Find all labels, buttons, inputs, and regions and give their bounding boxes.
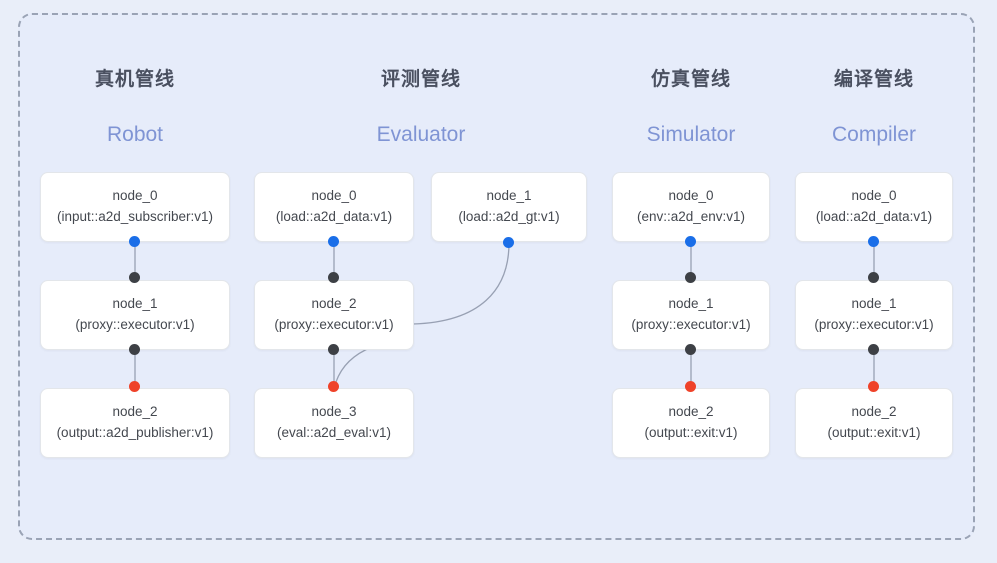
column-title-en-simulator: Simulator [646, 123, 736, 146]
column-title-cn-simulator: 仿真管线 [650, 69, 731, 90]
node-evaluator-2[interactable]: node_2 (proxy::executor:v1) [254, 280, 414, 350]
node-label-name: node_3 [311, 404, 357, 420]
node-label-name: node_2 [112, 404, 158, 420]
column-title-cn-compiler: 编译管线 [833, 69, 914, 90]
port-dot-input-robot-2[interactable] [129, 381, 140, 392]
node-label-name: node_1 [486, 188, 532, 204]
node-label-type: (input::a2d_subscriber:v1) [56, 209, 214, 224]
node-label-name: node_2 [668, 404, 714, 420]
port-dot-output-compiler-1[interactable] [868, 344, 879, 355]
port-dot-output-robot-0[interactable] [129, 236, 140, 247]
port-dot-input-compiler-1[interactable] [868, 272, 879, 283]
port-dot-output-robot-1[interactable] [129, 344, 140, 355]
node-evaluator-0[interactable]: node_0 (load::a2d_data:v1) [254, 172, 414, 242]
node-label-name: node_1 [668, 296, 714, 312]
node-label-type: (output::a2d_publisher:v1) [56, 425, 214, 440]
node-label-type: (proxy::executor:v1) [814, 317, 934, 332]
node-label-type: (load::a2d_data:v1) [275, 209, 393, 224]
port-dot-output-simulator-0[interactable] [685, 236, 696, 247]
column-title-cn-robot: 真机管线 [94, 69, 175, 90]
node-robot-0[interactable]: node_0 (input::a2d_subscriber:v1) [40, 172, 230, 242]
node-label-name: node_2 [851, 404, 897, 420]
node-label-type: (proxy::executor:v1) [75, 317, 195, 332]
node-label-name: node_1 [851, 296, 897, 312]
node-simulator-2[interactable]: node_2 (output::exit:v1) [612, 388, 770, 458]
port-dot-output-evaluator-0[interactable] [328, 236, 339, 247]
column-title-en-compiler: Compiler [831, 123, 917, 146]
port-dot-input-evaluator-2[interactable] [328, 272, 339, 283]
port-dot-output-simulator-1[interactable] [685, 344, 696, 355]
node-simulator-1[interactable]: node_1 (proxy::executor:v1) [612, 280, 770, 350]
port-dot-output-evaluator-1[interactable] [503, 237, 514, 248]
pipeline-container [18, 13, 975, 540]
port-dot-input-compiler-2[interactable] [868, 381, 879, 392]
node-label-type: (output::exit:v1) [644, 425, 738, 440]
port-dot-input-evaluator-3[interactable] [328, 381, 339, 392]
node-label-type: (proxy::executor:v1) [274, 317, 394, 332]
node-label-type: (load::a2d_data:v1) [815, 209, 933, 224]
column-title-en-evaluator: Evaluator [376, 123, 466, 146]
port-dot-output-compiler-0[interactable] [868, 236, 879, 247]
node-evaluator-1[interactable]: node_1 (load::a2d_gt:v1) [431, 172, 587, 242]
node-label-type: (env::a2d_env:v1) [636, 209, 746, 224]
node-compiler-2[interactable]: node_2 (output::exit:v1) [795, 388, 953, 458]
node-label-name: node_0 [311, 188, 357, 204]
node-simulator-0[interactable]: node_0 (env::a2d_env:v1) [612, 172, 770, 242]
node-label-name: node_1 [112, 296, 158, 312]
port-dot-output-evaluator-2[interactable] [328, 344, 339, 355]
port-dot-input-simulator-1[interactable] [685, 272, 696, 283]
node-label-name: node_0 [112, 188, 158, 204]
node-label-type: (proxy::executor:v1) [631, 317, 751, 332]
node-label-name: node_0 [851, 188, 897, 204]
port-dot-input-simulator-2[interactable] [685, 381, 696, 392]
column-title-cn-evaluator: 评测管线 [380, 69, 461, 90]
port-dot-input-robot-1[interactable] [129, 272, 140, 283]
node-robot-2[interactable]: node_2 (output::a2d_publisher:v1) [40, 388, 230, 458]
node-label-type: (load::a2d_gt:v1) [458, 209, 560, 224]
node-evaluator-3[interactable]: node_3 (eval::a2d_eval:v1) [254, 388, 414, 458]
column-title-en-robot: Robot [106, 123, 164, 146]
node-label-name: node_2 [311, 296, 357, 312]
node-label-type: (output::exit:v1) [827, 425, 921, 440]
node-label-type: (eval::a2d_eval:v1) [276, 425, 392, 440]
node-label-name: node_0 [668, 188, 714, 204]
node-robot-1[interactable]: node_1 (proxy::executor:v1) [40, 280, 230, 350]
node-compiler-1[interactable]: node_1 (proxy::executor:v1) [795, 280, 953, 350]
node-compiler-0[interactable]: node_0 (load::a2d_data:v1) [795, 172, 953, 242]
